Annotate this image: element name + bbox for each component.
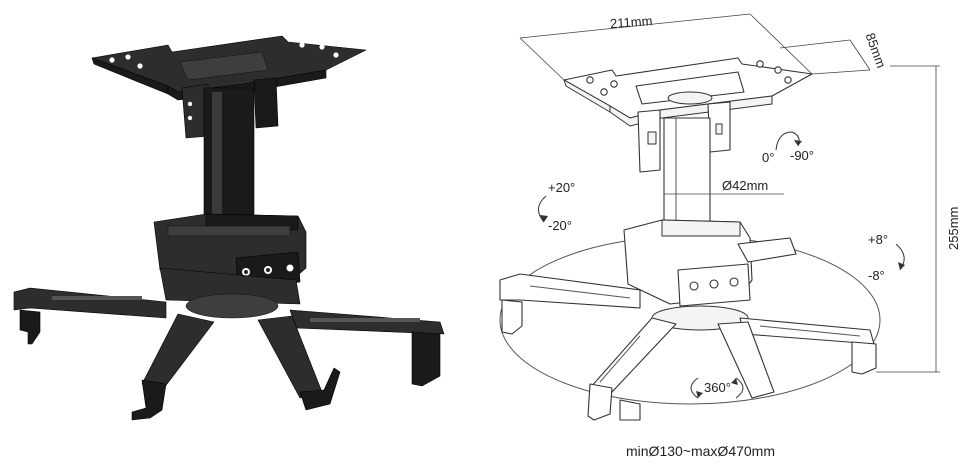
tilt-indicator: +20° -20° xyxy=(538,180,575,233)
circular-arrow-icon xyxy=(690,377,699,399)
curved-arrow-icon xyxy=(538,195,547,223)
arm-range-label: minØ130~maxØ470mm xyxy=(626,443,775,459)
swivel-indicator: 0° -90° xyxy=(762,131,814,165)
rotation-label: 360° xyxy=(704,380,731,395)
product-photo xyxy=(13,35,445,421)
rotation-indicator: 360° xyxy=(690,377,744,399)
drawing-arms xyxy=(499,237,877,421)
depth-dimension: 85mm xyxy=(779,31,889,75)
height-label: 255mm xyxy=(946,207,961,250)
level-indicator: +8° -8° xyxy=(868,232,905,283)
drawing-head xyxy=(623,219,753,331)
tilt-neg-label: -20° xyxy=(548,218,572,233)
tilt-pos-label: +20° xyxy=(548,180,575,195)
level-neg-label: -8° xyxy=(868,268,885,283)
plate-bracket xyxy=(181,77,279,139)
width-label: 211mm xyxy=(610,13,653,31)
pole-diameter-label: Ø42mm xyxy=(722,178,768,193)
drawing-ceiling-plate xyxy=(563,57,813,127)
line-drawing: 211mm 85mm 255mm Ø42mm 0° -90° xyxy=(499,13,961,459)
swivel-start-label: 0° xyxy=(762,150,774,165)
drawing-pole xyxy=(637,101,731,229)
pole-diameter-dimension: Ø42mm xyxy=(664,178,784,195)
width-dimension: 211mm xyxy=(519,13,813,81)
mount-head xyxy=(153,213,307,319)
spider-arms xyxy=(13,287,445,421)
swivel-end-label: -90° xyxy=(790,148,814,163)
level-pos-label: +8° xyxy=(868,232,888,247)
extension-pole xyxy=(203,87,255,229)
height-dimension: 255mm xyxy=(876,65,961,373)
